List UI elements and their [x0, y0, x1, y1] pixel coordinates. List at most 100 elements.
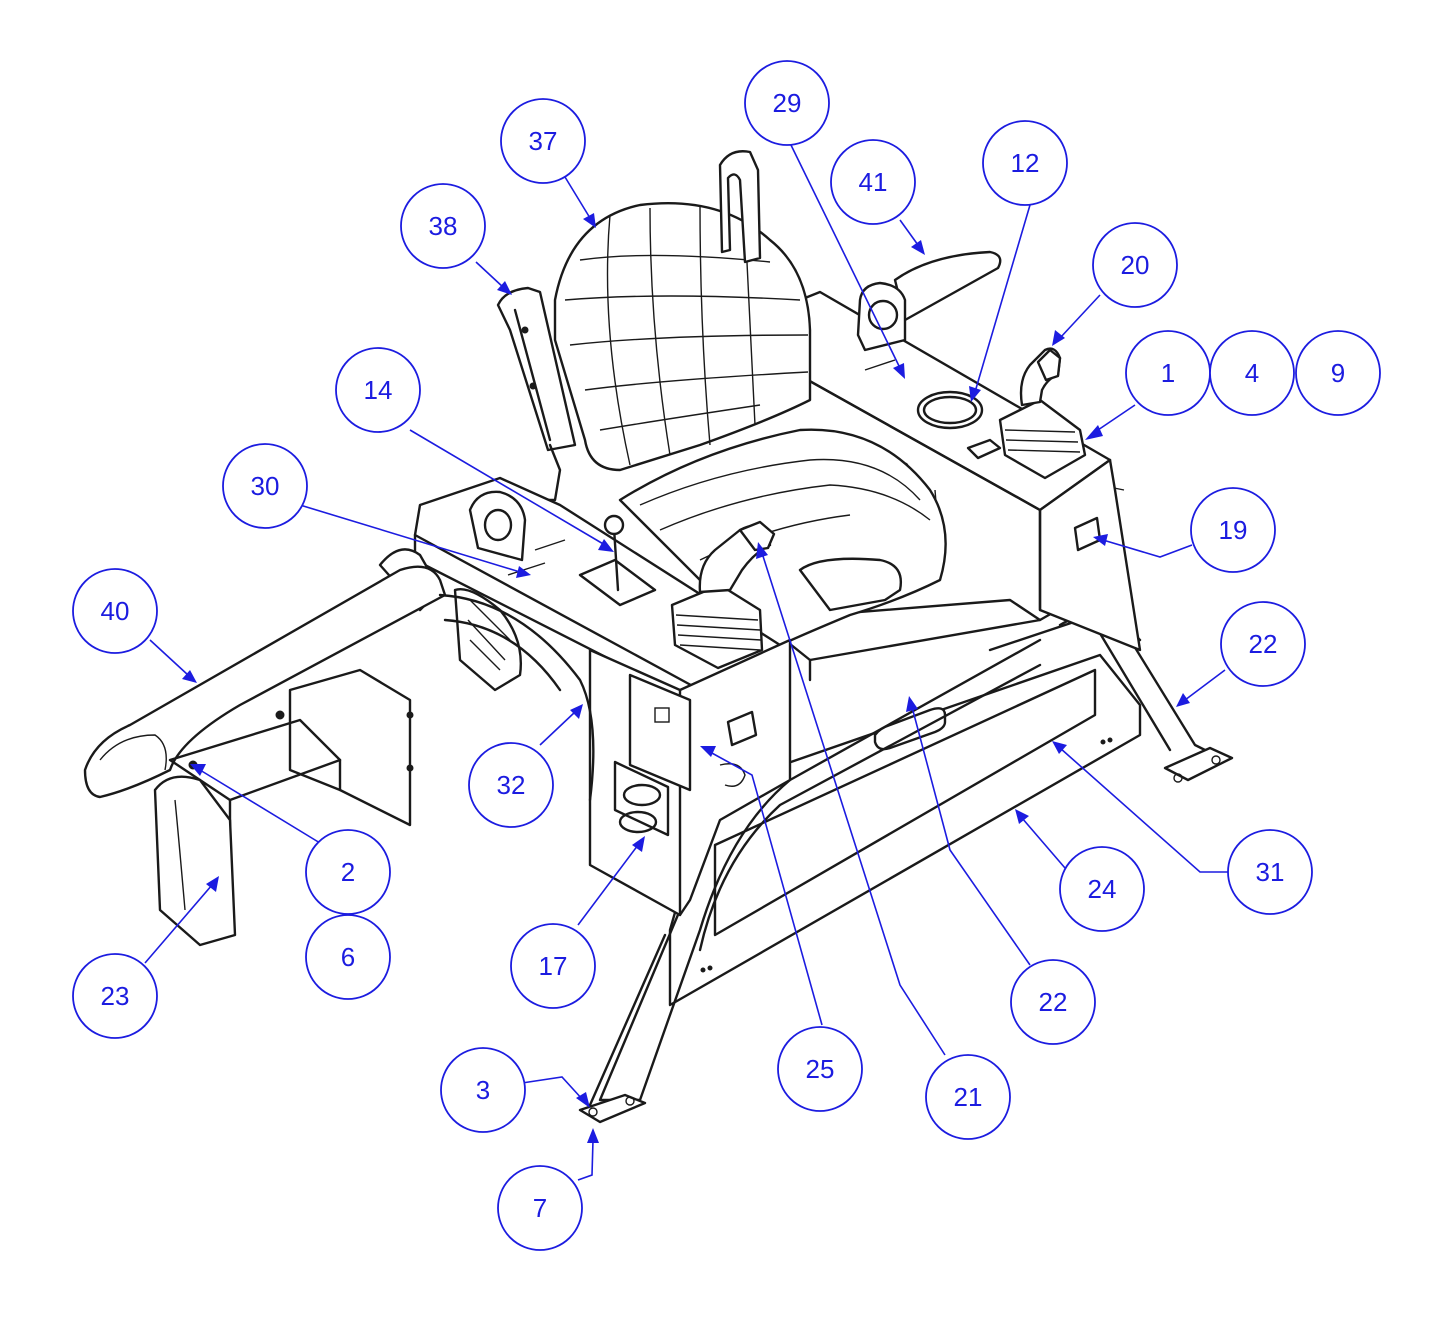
leader-23-arrowhead: [206, 876, 219, 892]
leader-12-arrowhead: [969, 386, 981, 402]
leader-17: [577, 844, 639, 926]
leader-30: [299, 504, 521, 573]
callout-12-label: 12: [1011, 148, 1040, 178]
callout-23-label: 23: [101, 981, 130, 1011]
callout-17-label: 17: [539, 951, 568, 981]
callout-bubbles: 1 4 9 2 6 3 7 12 14 17 19 20 21 22 22 23…: [72, 60, 1381, 1251]
leader-21-arrowhead: [756, 542, 768, 559]
callout-7-label: 7: [533, 1193, 547, 1223]
callout-22a: 22: [1220, 601, 1306, 687]
callout-29-label: 29: [773, 88, 802, 118]
callout-4-label: 4: [1245, 358, 1259, 388]
callout-30: 30: [222, 443, 308, 529]
callout-3-label: 3: [476, 1075, 490, 1105]
callout-4: 4: [1209, 330, 1295, 416]
callout-29: 29: [744, 60, 830, 146]
leader-38: [475, 261, 505, 289]
leader-23: [144, 884, 213, 964]
callout-25-label: 25: [806, 1054, 835, 1084]
leader-32: [539, 711, 576, 746]
seat-platform: [758, 598, 1042, 682]
callout-32-label: 32: [497, 770, 526, 800]
callout-37-label: 37: [529, 126, 558, 156]
callout-38: 38: [400, 183, 486, 269]
leader-25: [709, 751, 823, 1026]
leader-29: [789, 142, 901, 369]
leader-lines: [144, 142, 1230, 1181]
callout-22a-label: 22: [1249, 629, 1278, 659]
callout-3: 3: [440, 1047, 526, 1133]
callout-25: 25: [777, 1026, 863, 1112]
callout-24-label: 24: [1088, 874, 1117, 904]
callout-6-label: 6: [341, 942, 355, 972]
leader-20-arrowhead: [1052, 330, 1065, 346]
callout-9: 9: [1295, 330, 1381, 416]
callout-19-label: 19: [1219, 515, 1248, 545]
leader-40-arrowhead: [182, 670, 197, 683]
left-bracket-box: [153, 588, 522, 947]
left-joystick: [670, 520, 776, 670]
callout-7: 7: [497, 1165, 583, 1251]
leader-29-arrowhead: [893, 363, 905, 379]
leader-25-arrowhead: [700, 746, 716, 757]
right-armrest: [856, 250, 1002, 371]
leader-2: [199, 769, 321, 844]
leader-24: [1021, 817, 1066, 869]
leader-38-arrowhead: [497, 281, 512, 295]
callout-2: 2: [305, 829, 391, 915]
callout-20-label: 20: [1121, 250, 1150, 280]
callout-17: 17: [510, 923, 596, 1009]
callout-9-label: 9: [1331, 358, 1345, 388]
leader-19: [1102, 539, 1193, 558]
leader-12: [974, 204, 1031, 393]
leader-1: [1094, 404, 1136, 433]
callout-21-label: 21: [954, 1082, 983, 1112]
leader-37-arrowhead: [583, 213, 596, 228]
leader-31: [1059, 747, 1230, 873]
leader-20: [1059, 294, 1101, 339]
leader-31-arrowhead: [1052, 741, 1067, 754]
callout-31: 31: [1227, 829, 1313, 915]
leader-7-arrowhead: [587, 1128, 599, 1143]
leader-3-arrowhead: [576, 1092, 590, 1108]
leader-40: [149, 639, 189, 676]
leader-22b-arrowhead: [906, 696, 918, 712]
callout-37: 37: [500, 98, 586, 184]
leader-19-arrowhead: [1093, 534, 1108, 546]
leader-30-arrowhead: [516, 566, 531, 578]
callout-22b: 22: [1010, 959, 1096, 1045]
left-armrest: [83, 548, 447, 799]
leader-41-arrowhead: [911, 240, 925, 255]
leader-22a-arrowhead: [1176, 693, 1190, 707]
callout-12: 12: [982, 120, 1068, 206]
leader-22a: [1184, 669, 1226, 701]
callout-41-label: 41: [859, 167, 888, 197]
callout-38-label: 38: [429, 211, 458, 241]
callout-6: 6: [305, 914, 391, 1000]
leader-7: [577, 1139, 594, 1181]
callout-30-label: 30: [251, 471, 280, 501]
callout-14-label: 14: [364, 375, 393, 405]
left-rear-fender: [438, 593, 595, 802]
front-left-leg: [578, 638, 1042, 1124]
callout-19: 19: [1190, 487, 1276, 573]
callout-40: 40: [72, 568, 158, 654]
callout-22b-label: 22: [1039, 987, 1068, 1017]
leader-2-arrowhead: [190, 764, 206, 776]
right-joystick: [998, 347, 1087, 480]
callout-31-label: 31: [1256, 857, 1285, 887]
leader-14-arrowhead: [598, 539, 614, 552]
seat-back: [553, 150, 812, 472]
leader-22b: [911, 706, 1031, 966]
leader-24-arrowhead: [1015, 809, 1029, 824]
leader-3: [521, 1076, 584, 1101]
callout-24: 24: [1059, 846, 1145, 932]
leader-32-arrowhead: [570, 704, 583, 719]
callout-2-label: 2: [341, 857, 355, 887]
leader-14: [409, 429, 606, 546]
callout-20: 20: [1092, 222, 1178, 308]
callout-40-label: 40: [101, 596, 130, 626]
leader-1-arrowhead: [1085, 425, 1103, 440]
assembly-drawing: [83, 150, 1234, 1124]
